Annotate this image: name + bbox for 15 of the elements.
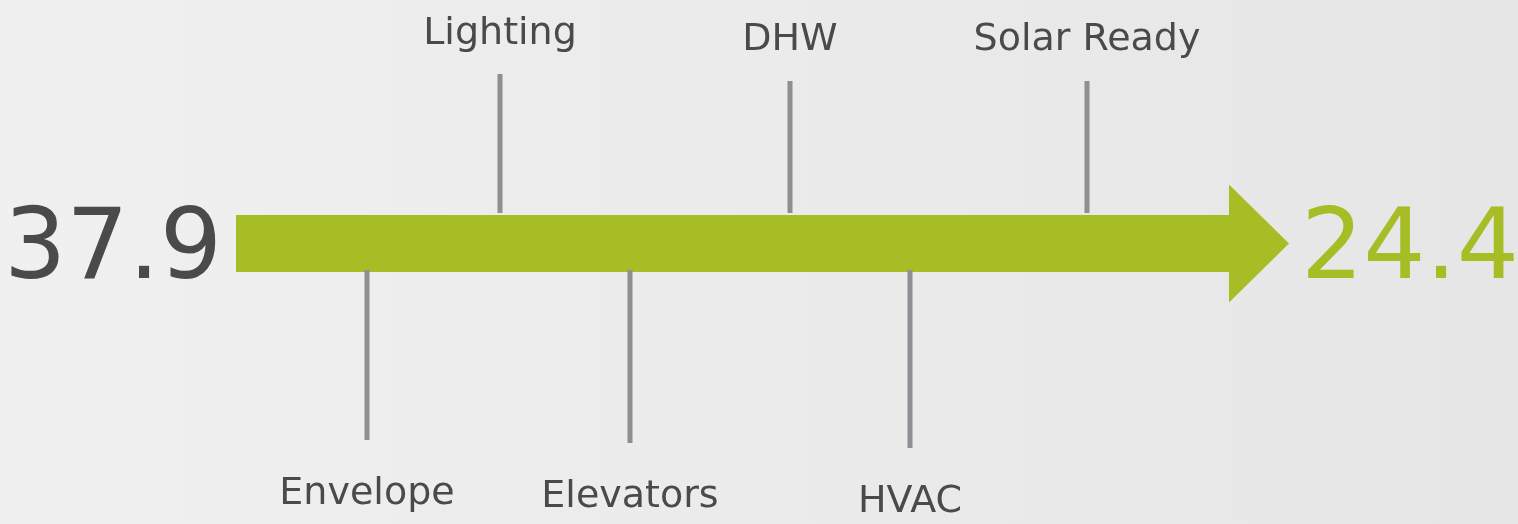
leader-line (497, 74, 503, 213)
callout-label: Solar Ready (973, 14, 1201, 81)
callout-label: Envelope (279, 440, 455, 514)
leader-line (787, 81, 793, 213)
leader-line (364, 270, 370, 440)
callout-label: Elevators (541, 443, 719, 517)
callout-label: HVAC (858, 448, 962, 522)
callout-label: DHW (742, 14, 838, 81)
leader-line (1084, 81, 1090, 213)
leader-line (907, 270, 913, 448)
leader-line (627, 270, 633, 443)
value-label: 24.4 (1295, 185, 1518, 303)
arrow (236, 184, 1289, 303)
callout-label: Lighting (423, 8, 577, 74)
value-label: 37.9 (0, 185, 228, 303)
